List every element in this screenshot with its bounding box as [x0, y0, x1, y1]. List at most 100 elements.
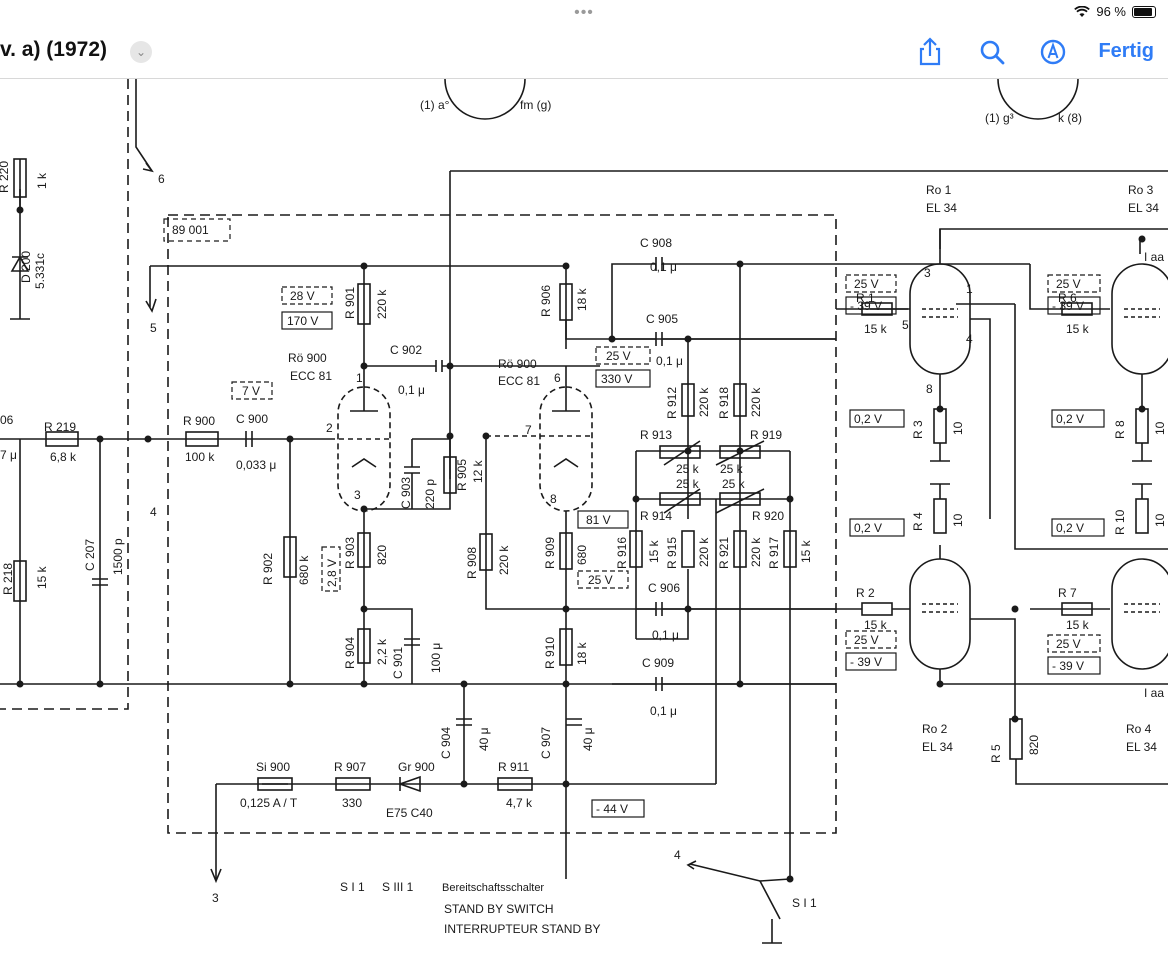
component-value: 330: [342, 796, 362, 810]
component-label: R 901: [343, 287, 357, 319]
component-value: 1500 p: [111, 538, 125, 575]
component-label: R 7: [1058, 586, 1077, 600]
nav-bar: v. a) (1972) ⌄ Fertig: [0, 26, 1168, 79]
component-label: R 914: [640, 509, 672, 523]
pin-number: 7: [525, 423, 532, 437]
component-value: 1 k: [35, 172, 49, 189]
component-value: 100 μ: [429, 643, 443, 673]
chevron-down-icon[interactable]: ⌄: [130, 41, 152, 63]
wifi-icon: [1074, 5, 1091, 17]
component-value: 4,7 k: [506, 796, 533, 810]
tube-type: EL 34: [926, 201, 957, 215]
switch-label: S I 1: [792, 896, 817, 910]
component-label: R 3: [911, 420, 925, 439]
module-id: 89 001: [172, 223, 209, 237]
component-value: 10: [1153, 421, 1167, 435]
component-value: 0,125 A / T: [240, 796, 298, 810]
tube-name: Rö 900: [288, 351, 327, 365]
pin-number: 1: [356, 371, 363, 385]
voltage-label: 25 V: [854, 633, 879, 647]
component-label: R 919: [750, 428, 782, 442]
component-value: 15 k: [35, 565, 49, 589]
pin-label: (1) g³: [985, 111, 1014, 125]
pin-number: 8: [926, 382, 933, 396]
document-title[interactable]: v. a) (1972): [0, 38, 107, 61]
battery-percent: 96 %: [1096, 4, 1126, 19]
component-value: 25 k: [676, 477, 700, 491]
voltage-label: 25 V: [606, 349, 631, 363]
voltage-label: 7 V: [242, 384, 260, 398]
component-value: 220 k: [697, 537, 711, 567]
component-value: 15 k: [864, 322, 888, 336]
pin-number: 2: [326, 421, 333, 435]
component-value: 680 k: [297, 555, 311, 585]
component-value: 6,8 k: [50, 450, 77, 464]
component-label: R 1: [856, 291, 875, 305]
component-value: 25 k: [676, 462, 700, 476]
component-label: R 910: [543, 637, 557, 669]
component-value: 0,1 μ: [652, 628, 679, 642]
component-label: C 905: [646, 312, 678, 326]
component-label: R 916: [615, 537, 629, 569]
component-label: R 918: [717, 387, 731, 419]
component-label: C 902: [390, 343, 422, 357]
schematic-diagram: (1) a° fm (g) (1) g³ k (8) 89 001 6 5 4 …: [0, 79, 1168, 944]
voltage-label: - 39 V: [850, 655, 882, 669]
tube-name: Ro 3: [1128, 183, 1154, 197]
legend-fr: INTERRUPTEUR STAND BY: [444, 922, 600, 936]
component-label: R 218: [1, 563, 15, 595]
component-value: 15 k: [1066, 618, 1090, 632]
voltage-label: 0,2 V: [854, 521, 882, 535]
component-label: R 5: [989, 744, 1003, 763]
search-icon[interactable]: [977, 36, 1009, 68]
node-label: 3: [212, 891, 219, 905]
component-label: C 903: [399, 477, 413, 509]
pin-number: 3: [924, 266, 931, 280]
component-value: 220 k: [749, 387, 763, 417]
node-label: 4: [150, 505, 157, 519]
pin-number: 8: [550, 492, 557, 506]
component-label: R 912: [665, 387, 679, 419]
component-label: R 902: [261, 553, 275, 585]
component-label: C 907: [539, 727, 553, 759]
component-value: 220 k: [697, 387, 711, 417]
share-icon[interactable]: [914, 36, 946, 68]
component-value: 220 k: [375, 289, 389, 319]
legend-en: STAND BY SWITCH: [444, 902, 554, 916]
tube-type: ECC 81: [290, 369, 332, 383]
voltage-label: 0,2 V: [1056, 412, 1084, 426]
component-label: 06: [0, 413, 14, 427]
voltage-label: - 39 V: [1052, 659, 1084, 673]
component-label: C 900: [236, 412, 268, 426]
voltage-label: 25 V: [1056, 637, 1081, 651]
voltage-label: 25 V: [854, 277, 879, 291]
voltage-label: - 39 V: [850, 299, 882, 313]
legend-de: Bereitschaftsschalter: [442, 882, 544, 894]
voltage-label: 25 V: [1056, 277, 1081, 291]
component-value: 10: [1153, 513, 1167, 527]
voltage-label: 25 V: [588, 573, 613, 587]
multitask-dots[interactable]: •••: [574, 4, 594, 21]
voltage-label: 170 V: [287, 314, 318, 328]
component-value: 18 k: [575, 287, 589, 311]
component-value: 25 k: [720, 462, 744, 476]
component-label: R 8: [1113, 420, 1127, 439]
component-value: 15 k: [1066, 322, 1090, 336]
component-value: 25 k: [722, 477, 746, 491]
node-label: 4: [674, 848, 681, 862]
tube-name: Ro 2: [922, 722, 948, 736]
pin-number: 1: [966, 282, 973, 296]
voltage-label: 330 V: [601, 372, 632, 386]
component-label: C 909: [642, 656, 674, 670]
markup-icon[interactable]: [1037, 36, 1069, 68]
pin-number: 6: [554, 371, 561, 385]
component-label: Si 900: [256, 760, 290, 774]
component-label: R 908: [465, 547, 479, 579]
component-label: R 906: [539, 285, 553, 317]
done-button[interactable]: Fertig: [1098, 40, 1154, 62]
component-value: 10: [951, 421, 965, 435]
component-label: R 4: [911, 512, 925, 531]
component-value: 18 k: [575, 641, 589, 665]
component-value: 820: [375, 545, 389, 565]
component-label: R 219: [44, 420, 76, 434]
